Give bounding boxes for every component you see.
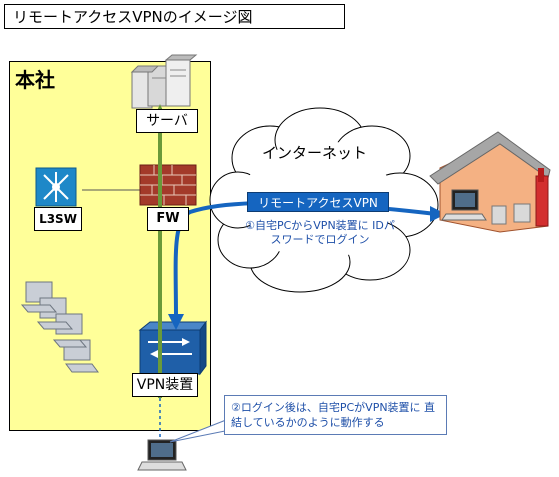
home-icon [429,131,551,233]
vpn-arrow-down [168,314,184,330]
vpn-arrow-right [430,206,446,222]
login-note: ①自宅PCからVPN装置に IDパスワードでログイン [245,219,395,246]
diagram-title: リモートアクセスVPNのイメージ図 [4,4,345,29]
home-pc-icon [137,439,187,471]
l3sw-label: L3SW [34,207,82,231]
internet-label: インターネット [262,144,368,162]
vpn-device-icon [138,320,207,376]
remote-access-vpn-label: リモートアクセスVPN [247,192,389,212]
internet-cloud [209,107,439,293]
direct-connection-callout: ②ログイン後は、自宅PCがVPN装置に 直結しているかのように動作する [224,395,447,435]
server-label: サーバ [136,109,198,133]
headquarters-label: 本社 [15,68,55,92]
callout-pointer [169,419,231,443]
l3-switch-icon [35,167,77,207]
vpn-device-label: VPN装置 [132,373,198,397]
server-icon [130,54,198,109]
firewall-icon [139,164,197,206]
office-pcs-icon [20,281,99,373]
firewall-label: FW [147,207,189,231]
